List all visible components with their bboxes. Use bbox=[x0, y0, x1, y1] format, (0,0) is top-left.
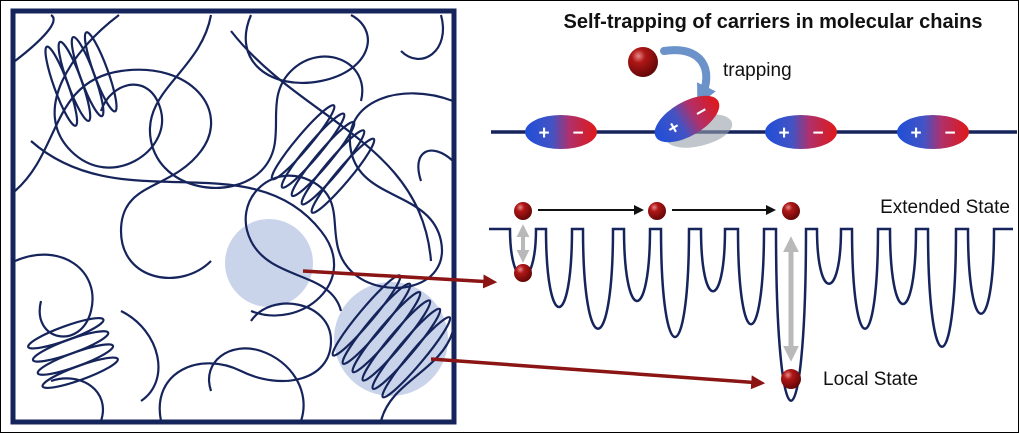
entangled-chain bbox=[379, 330, 453, 421]
entangled-chain bbox=[120, 310, 160, 402]
pointer-arrow-to-shallow-well bbox=[302, 269, 498, 289]
entangled-chain bbox=[30, 140, 336, 317]
dipole-ellipse-3: + − bbox=[765, 115, 837, 149]
entangled-chain bbox=[14, 68, 213, 279]
figure-title: Self-trapping of carriers in molecular c… bbox=[563, 11, 982, 33]
polymer-network-box bbox=[10, 8, 457, 425]
potential-well-curve bbox=[489, 227, 1013, 402]
trapping-arrow-icon bbox=[660, 46, 716, 106]
pointer-arrow-to-deep-well bbox=[430, 357, 766, 390]
entangled-chain bbox=[400, 14, 444, 61]
extended-state-label: Extended State bbox=[880, 197, 1010, 218]
local-state-sphere bbox=[781, 369, 801, 389]
entangled-chain bbox=[50, 377, 104, 421]
lamellar-stack bbox=[27, 316, 119, 390]
minus-sign: − bbox=[944, 123, 955, 144]
minus-sign: − bbox=[812, 123, 823, 144]
amorphous-highlight-circle-1 bbox=[225, 219, 313, 307]
lamellar-stack bbox=[270, 104, 376, 214]
box-border bbox=[10, 8, 457, 425]
trapping-label: trapping bbox=[723, 60, 792, 81]
plus-sign: + bbox=[538, 123, 549, 144]
dipole-ellipse-4: + − bbox=[897, 115, 969, 149]
lamellar-stack bbox=[44, 31, 118, 127]
entangled-chain bbox=[417, 149, 453, 182]
plus-sign: + bbox=[778, 123, 789, 144]
entangled-chain bbox=[14, 14, 55, 62]
entangled-chains bbox=[14, 14, 453, 421]
entangled-chain bbox=[208, 347, 305, 421]
entangled-chain bbox=[14, 253, 94, 338]
extended-carrier-sphere-3 bbox=[782, 202, 800, 220]
extended-carrier-sphere-1 bbox=[514, 202, 532, 220]
dipole-ellipse-2-trapped: + − bbox=[654, 95, 720, 143]
plus-sign: + bbox=[910, 123, 921, 144]
dipole-ellipse-1: + − bbox=[525, 115, 597, 149]
molecular-chain: + − + − + − + − bbox=[491, 95, 1017, 149]
minus-sign: − bbox=[572, 123, 583, 144]
free-carrier-sphere bbox=[628, 47, 658, 77]
shallow-trapped-sphere bbox=[514, 264, 532, 282]
local-state-label: Local State bbox=[823, 369, 918, 390]
entangled-chain bbox=[148, 14, 364, 189]
extended-carrier-sphere-2 bbox=[648, 202, 666, 220]
